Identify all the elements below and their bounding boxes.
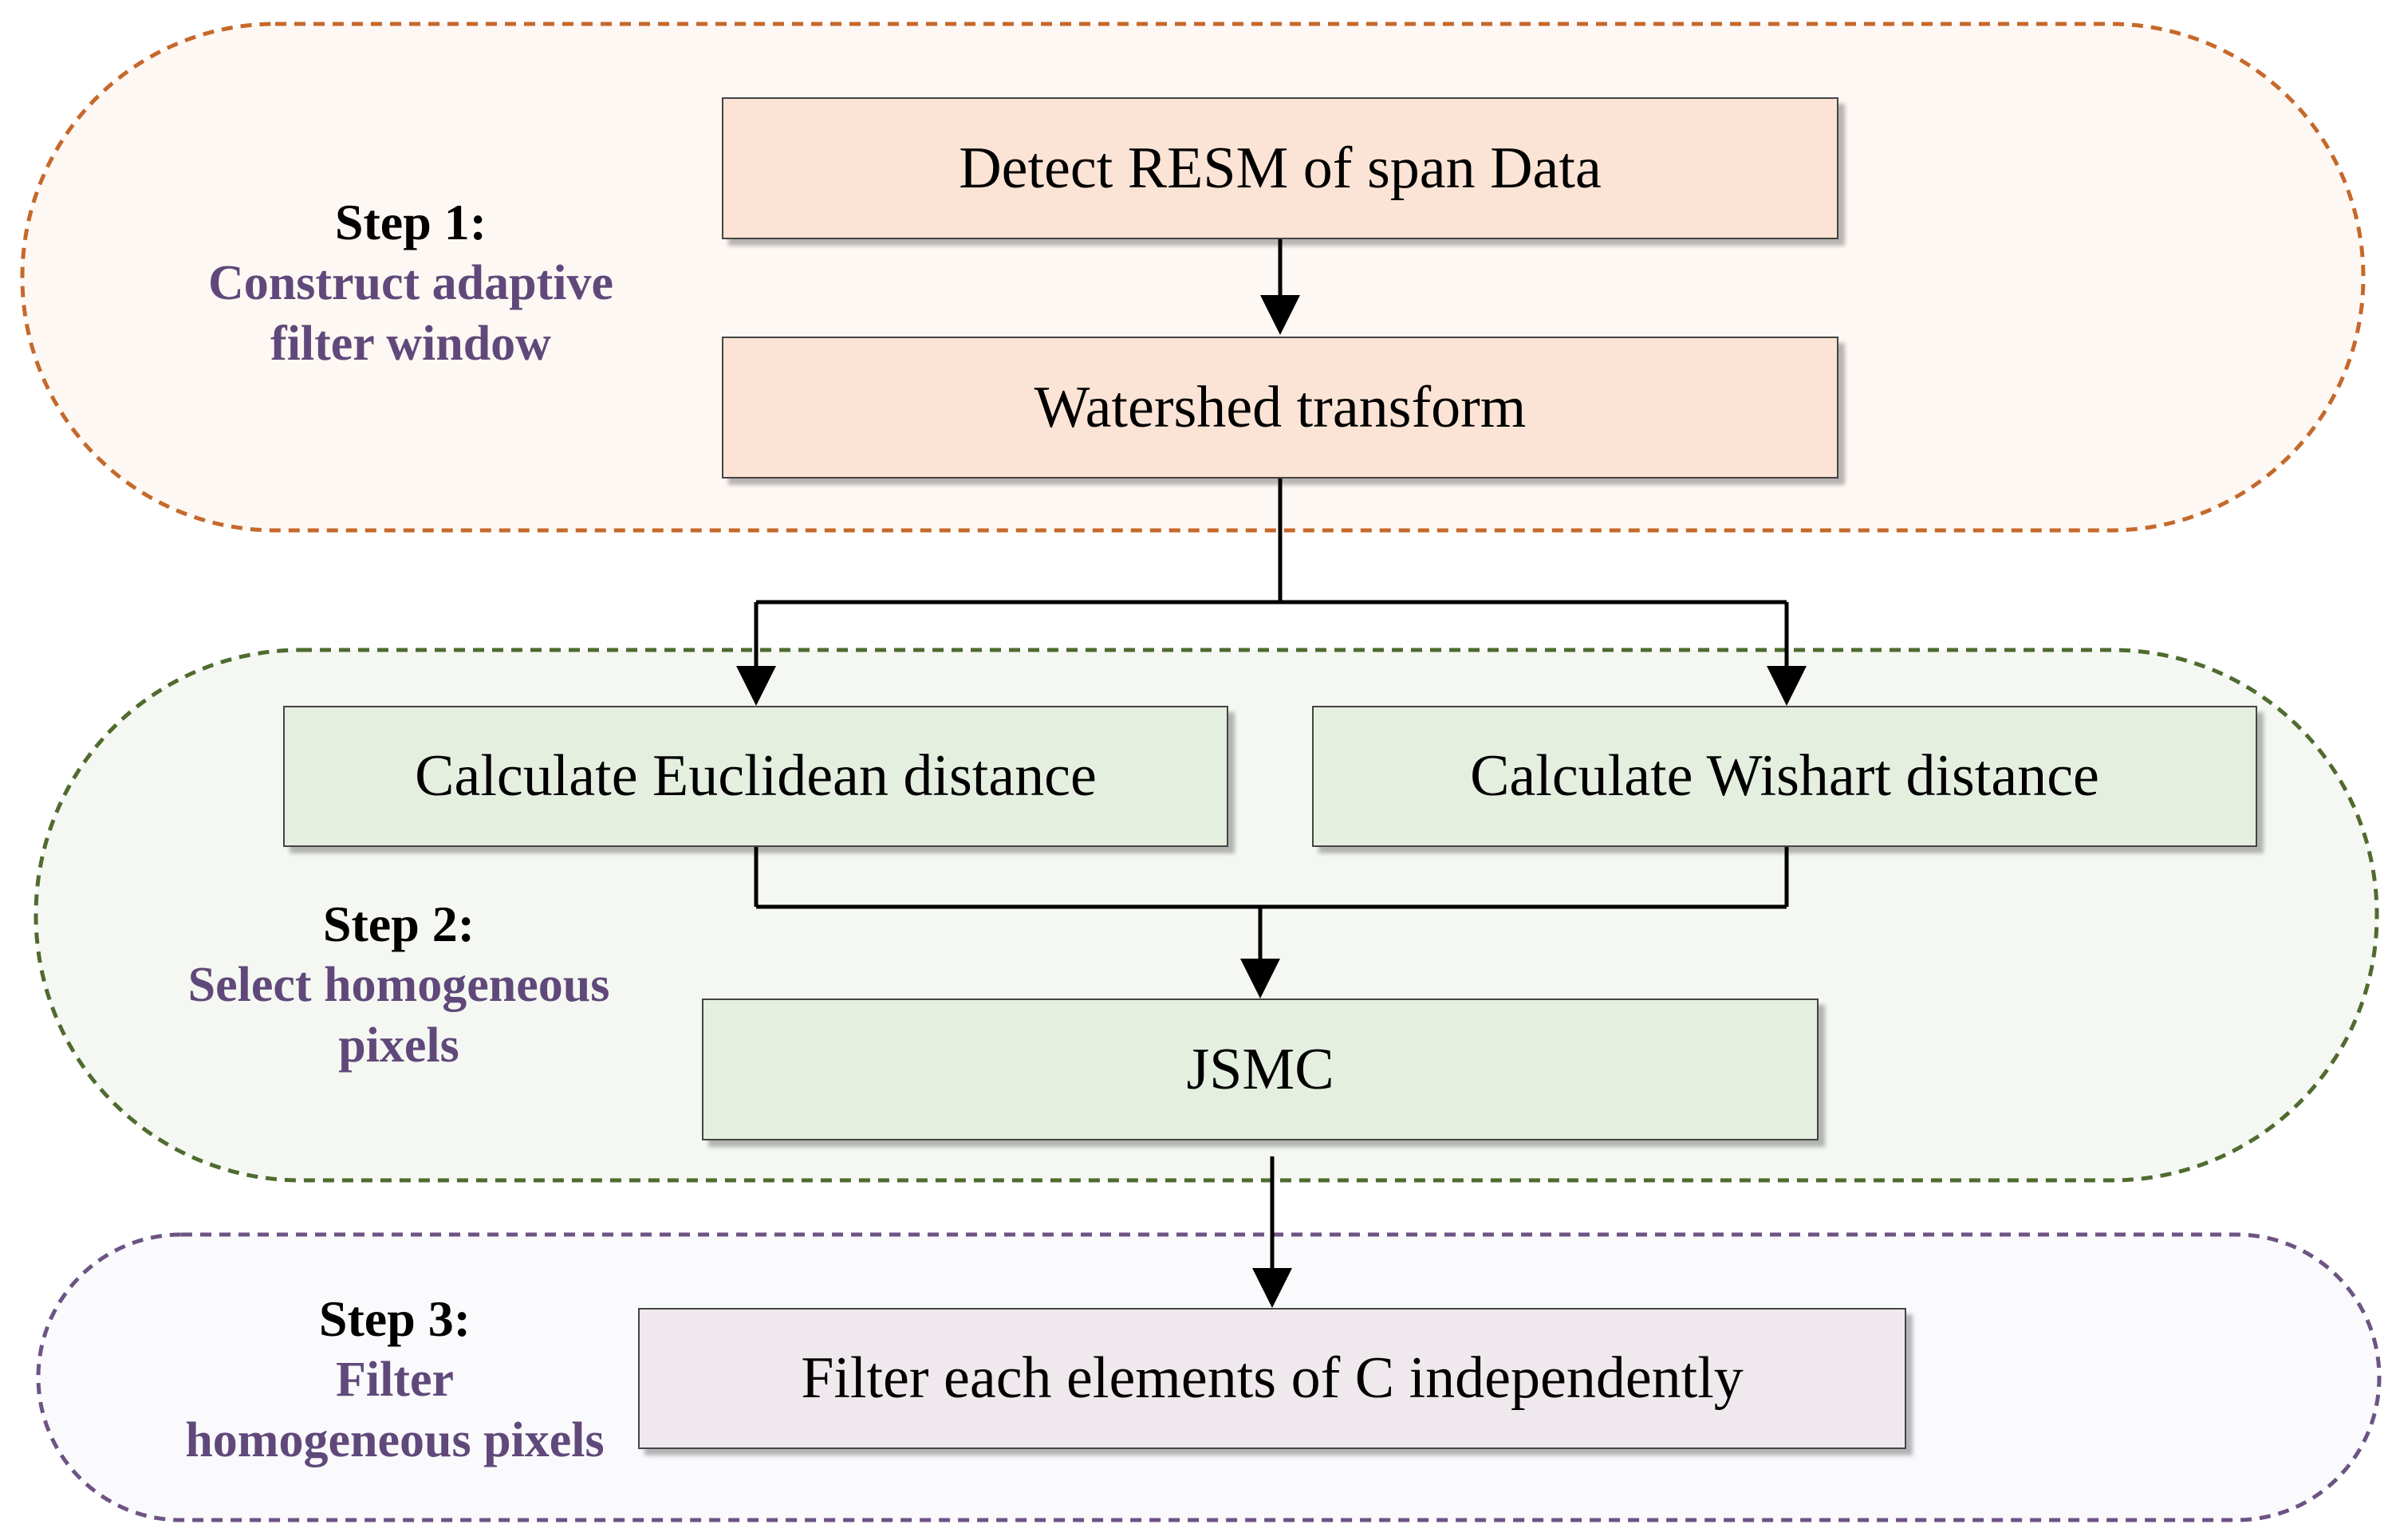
arrowhead-to-wishart xyxy=(1767,666,1807,706)
watershed-transform-box: Watershed transform xyxy=(722,337,1838,479)
jsmc-box: JSMC xyxy=(702,998,1819,1140)
step2-subtitle-line2: pixels xyxy=(338,1018,459,1073)
arrowhead-to-euclidean xyxy=(736,666,776,706)
euclidean-distance-box: Calculate Euclidean distance xyxy=(283,706,1228,847)
step2-subtitle-line1: Select homogeneous xyxy=(187,958,610,1013)
arrowheads xyxy=(736,295,1807,1308)
detect-resm-box: Detect RESM of span Data xyxy=(722,97,1838,239)
step1-subtitle-line1: Construct adaptive xyxy=(207,256,614,311)
step2-label: Step 2: Select homogeneous pixels xyxy=(144,893,654,1076)
wishart-distance-box: Calculate Wishart distance xyxy=(1312,706,2257,847)
arrowhead-to-filter xyxy=(1252,1268,1292,1308)
step1-label: Step 1: Construct adaptive filter window xyxy=(156,191,666,374)
step3-title: Step 3: xyxy=(318,1290,471,1347)
step2-title: Step 2: xyxy=(322,896,475,952)
connectors xyxy=(754,239,1789,1276)
arrowhead-to-jsmc xyxy=(1240,959,1280,998)
filter-elements-box: Filter each elements of C independently xyxy=(638,1308,1906,1449)
step1-subtitle-line2: filter window xyxy=(270,316,551,371)
step3-subtitle-line2: homogeneous pixels xyxy=(185,1412,605,1467)
arrowhead-to-watershed xyxy=(1260,295,1300,335)
step3-label: Step 3: Filter homogeneous pixels xyxy=(140,1288,650,1471)
step3-subtitle-line1: Filter xyxy=(335,1353,454,1408)
step1-title: Step 1: xyxy=(334,194,487,250)
